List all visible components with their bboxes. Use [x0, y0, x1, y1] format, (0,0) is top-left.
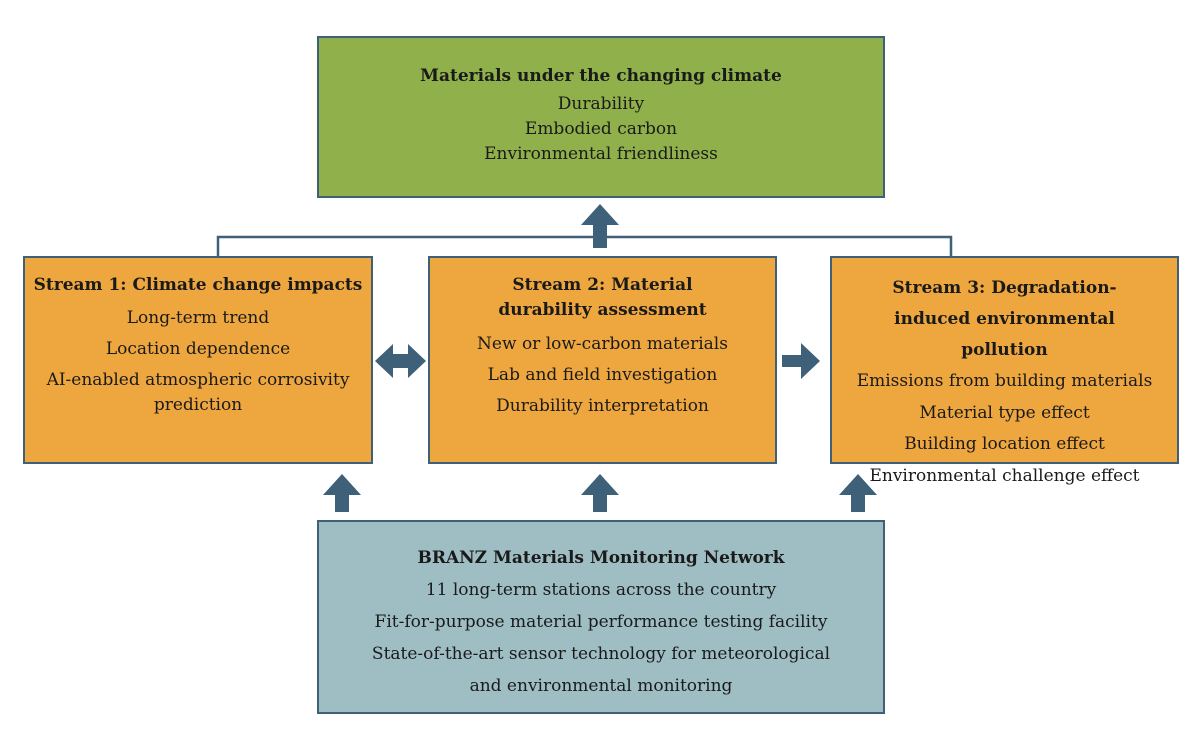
monitoring-network-item: and environmental monitoring: [469, 676, 733, 696]
up-arrow-to-stream3: [839, 474, 877, 512]
stream-3-item: Building location effect: [904, 434, 1105, 454]
double-arrow-stream1-stream2: [375, 344, 426, 378]
stream-2-title: Stream 2: Material durability assessment: [498, 275, 707, 320]
stream-1-item: Long-term trend: [126, 308, 270, 328]
stream-3-title: Stream 3: Degradation-induced environmen…: [892, 278, 1117, 360]
materials-climate-item: Embodied carbon: [524, 119, 678, 139]
stream-3-item: Material type effect: [919, 402, 1090, 423]
right-arrow-stream2-stream3: [782, 343, 820, 379]
materials-climate-title: Materials under the changing climate: [420, 66, 782, 86]
materials-climate-item: Environmental friendliness: [484, 144, 718, 164]
stream-2-box: Stream 2: Material durability assessment…: [428, 256, 777, 464]
materials-climate-box: Materials under the changing climate Dur…: [317, 36, 885, 198]
stream-connector-line: [216, 235, 953, 256]
stream-3-item: Environmental challenge effect: [869, 465, 1140, 486]
monitoring-network-box: BRANZ Materials Monitoring Network 11 lo…: [317, 520, 885, 714]
up-arrow-to-stream1: [323, 474, 361, 512]
stream-1-item: AI-enabled atmospheric corrosivity predi…: [46, 370, 350, 415]
monitoring-network-title: BRANZ Materials Monitoring Network: [417, 548, 785, 568]
stream-1-item: Location dependence: [105, 339, 291, 359]
monitoring-network-item: Fit-for-purpose material performance tes…: [374, 612, 828, 632]
stream-3-box: Stream 3: Degradation-induced environmen…: [830, 256, 1179, 486]
stream-2-item: New or low-carbon materials: [477, 334, 728, 354]
stream-2-item: Lab and field investigation: [487, 365, 718, 385]
stream-3-item: Emissions from building materials: [856, 371, 1153, 391]
up-arrow-to-top: [581, 204, 619, 248]
monitoring-network-item: 11 long-term stations across the country: [425, 580, 777, 600]
stream-2-item: Durability interpretation: [496, 396, 709, 416]
stream-1-title: Stream 1: Climate change impacts: [33, 275, 363, 295]
monitoring-network-item: State-of-the-art sensor technology for m…: [371, 644, 831, 664]
materials-climate-item: Durability: [557, 94, 645, 114]
up-arrow-to-stream2: [581, 474, 619, 512]
stream-1-box: Stream 1: Climate change impacts Long-te…: [23, 256, 373, 464]
